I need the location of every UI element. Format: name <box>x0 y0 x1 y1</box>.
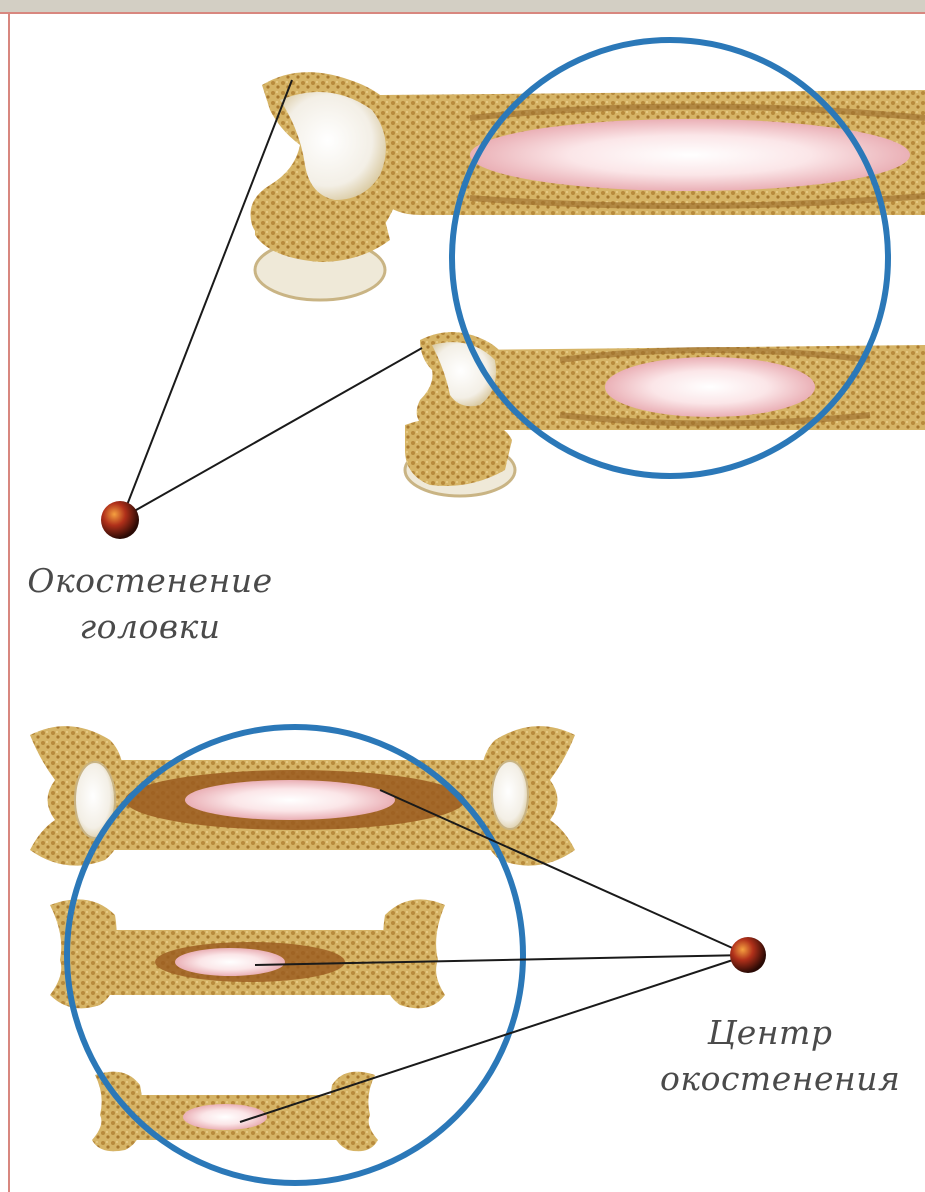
label-head-line2: головки <box>20 604 280 650</box>
long-bone-1-marrow <box>185 780 395 820</box>
long-bone-3 <box>92 1072 378 1152</box>
femur-lower-marrow <box>605 357 815 417</box>
femur-lower <box>405 332 925 496</box>
pointer-line-head-1 <box>122 80 292 518</box>
long-bone-2-left-end <box>50 899 117 1008</box>
pointer-line-head-2 <box>122 348 422 518</box>
long-bone-2-right-end <box>383 899 445 1008</box>
long-bone-2 <box>50 899 445 1008</box>
long-bone-2-marrow <box>175 948 285 976</box>
label-center-line2: окостенения <box>660 1056 880 1102</box>
marker-head-ossification <box>101 501 139 539</box>
marker-ossification-center <box>730 937 766 973</box>
label-center-line1: Центр <box>660 1010 880 1056</box>
long-bone-3-left-end <box>92 1072 142 1152</box>
label-head-ossification: Окостенение головки <box>20 558 280 650</box>
label-head-line1: Окостенение <box>20 558 280 604</box>
label-ossification-center: Центр окостенения <box>660 1010 880 1102</box>
